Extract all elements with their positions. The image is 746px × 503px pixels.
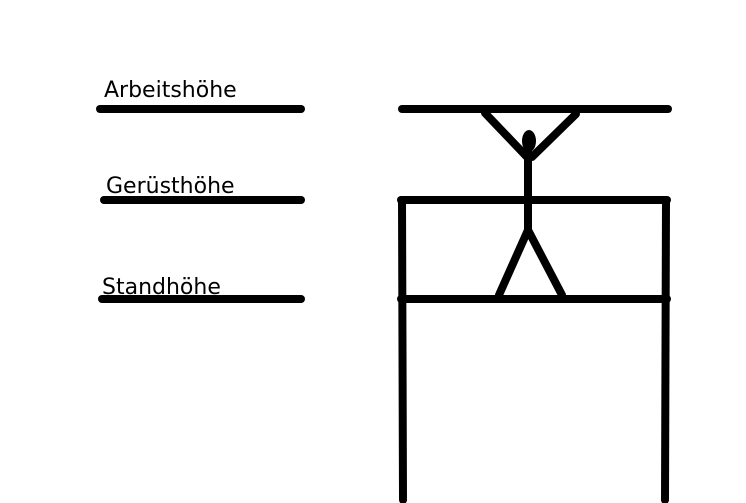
standing-height-label: Standhöhe	[102, 275, 221, 300]
figure-right-leg	[524, 226, 566, 299]
scaffold-left-post	[398, 196, 407, 503]
scaffold-height-label: Gerüsthöhe	[106, 174, 235, 199]
figure-left-leg	[495, 226, 532, 299]
figure-head	[522, 130, 536, 152]
figure-right-arm	[528, 110, 580, 161]
figure-left-arm	[481, 109, 531, 161]
working-height-label: Arbeitshöhe	[104, 78, 237, 103]
stick-figure	[481, 109, 580, 299]
scaffold-right-post	[661, 196, 670, 503]
